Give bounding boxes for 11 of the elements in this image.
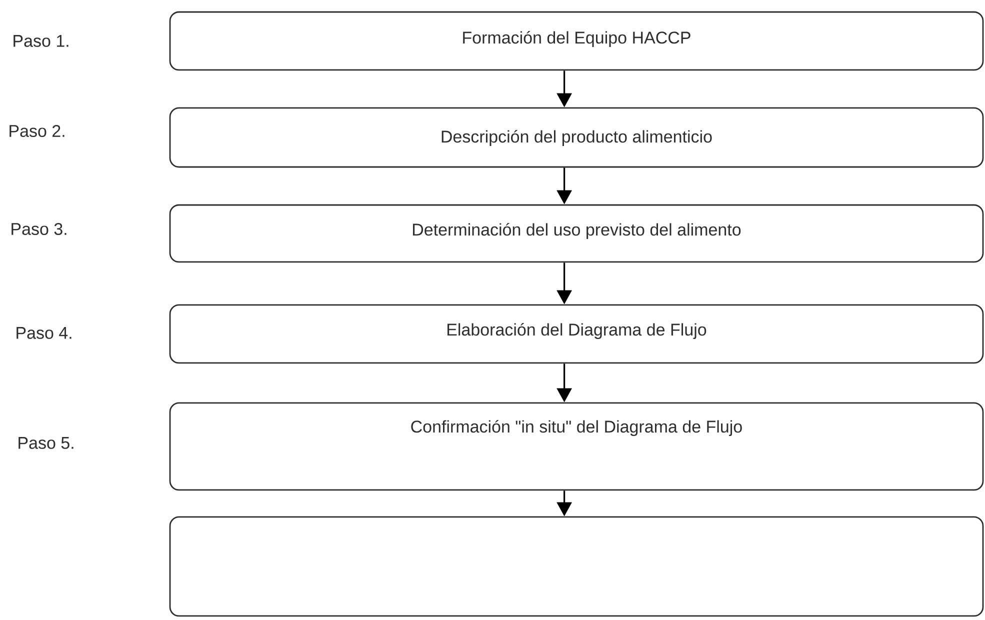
step-label: Paso 4.: [16, 327, 72, 339]
process-box: Elaboración del Diagrama de Flujo: [169, 304, 984, 364]
step-label: Paso 3.: [12, 222, 66, 235]
empty-box: [169, 516, 984, 617]
step-label: Paso 2.: [10, 124, 64, 137]
process-box: Determinación del uso previsto del alimento: [169, 204, 984, 263]
process-box: Confirmación "in situ" del Diagrama de Flujo: [169, 402, 984, 491]
step-label: Paso 1.: [14, 35, 68, 47]
process-box: Formación del Equipo HACCP: [169, 11, 984, 71]
step-label: Paso 5.: [18, 437, 74, 449]
process-box: Descripción del producto alimenticio: [169, 107, 984, 168]
